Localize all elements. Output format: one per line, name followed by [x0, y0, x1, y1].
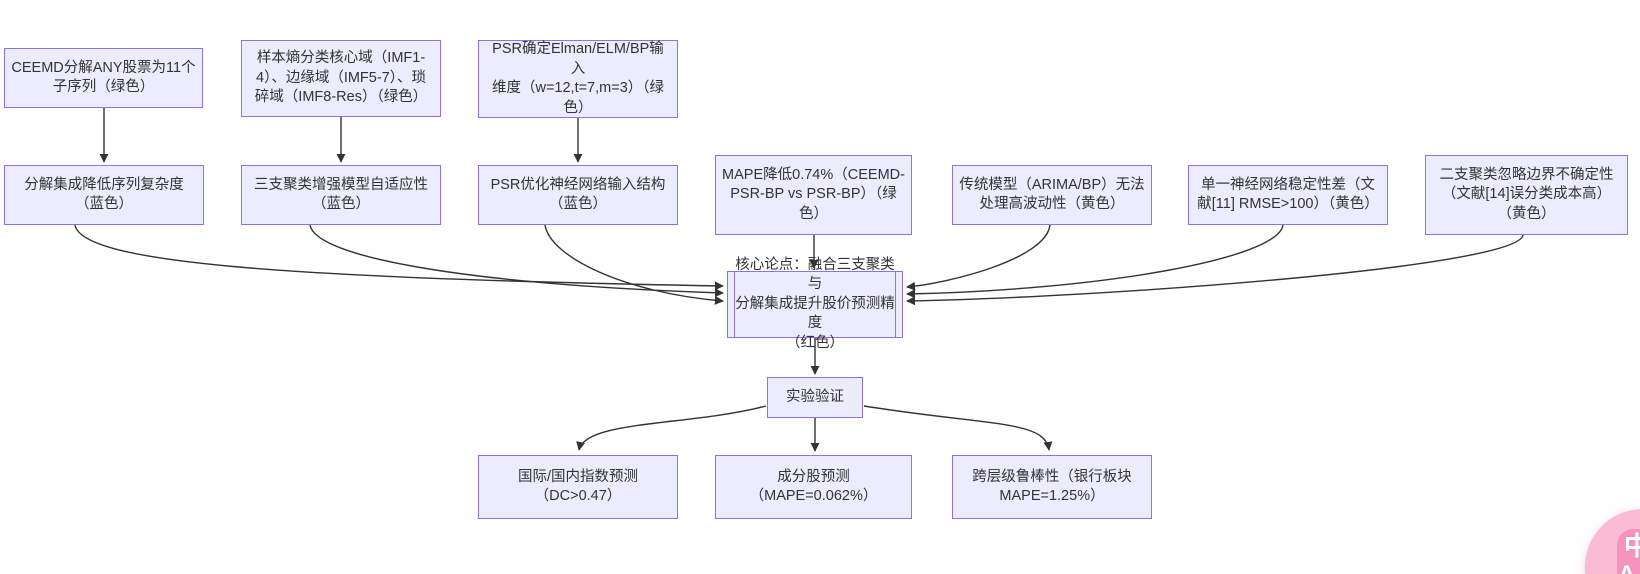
- edge-traditional-to-core: [906, 224, 1051, 291]
- edge-singlenn-to-core: [906, 224, 1284, 299]
- node-traditional-model-limitation: 传统模型（ARIMA/BP）无法 处理高波动性（黄色）: [952, 165, 1152, 225]
- node-cross-level-robustness: 跨层级鲁棒性（银行板块 MAPE=1.25%）: [952, 455, 1152, 519]
- node-sample-entropy-domains: 样本熵分类核心域（IMF1- 4）、边缘域（IMF5-7）、琐 碎域（IMF8-…: [241, 40, 441, 117]
- node-decomposition-benefit: 分解集成降低序列复杂度 （蓝色）: [4, 165, 204, 225]
- edge-psrbenefit-to-core: [544, 224, 724, 305]
- node-psr-optimization-benefit: PSR优化神经网络输入结构 （蓝色）: [478, 165, 678, 225]
- node-core-thesis: 核心论点：融合三支聚类与 分解集成提升股价预测精度 （红色）: [727, 257, 903, 351]
- node-three-way-clustering-benefit: 三支聚类增强模型自适应性 （蓝色）: [241, 165, 441, 225]
- node-experiment-validation: 实验验证: [767, 377, 863, 418]
- node-index-forecast: 国际/国内指数预测 （DC>0.47）: [478, 455, 678, 519]
- translate-float-button[interactable]: 中 A: [1585, 509, 1640, 574]
- node-mape-reduction: MAPE降低0.74%（CEEMD- PSR-BP vs PSR-BP）（绿 色…: [715, 155, 912, 235]
- node-single-nn-limitation: 单一神经网络稳定性差（文 献[11] RMSE>100）（黄色）: [1188, 165, 1388, 225]
- edge-decomp-to-core: [74, 224, 724, 291]
- edge-threeway-to-core: [309, 224, 724, 298]
- edge-experiment-to-robustness: [863, 405, 1053, 451]
- node-two-way-clustering-limitation: 二支聚类忽略边界不确定性 （文献[14]误分类成本高） （黄色）: [1425, 155, 1628, 235]
- translate-icon: 中 A: [1617, 529, 1640, 574]
- node-ceemd-decompose: CEEMD分解ANY股票为11个 子序列（绿色）: [4, 48, 203, 108]
- edge-experiment-to-index: [576, 405, 767, 451]
- translate-latin-glyph: A: [1618, 561, 1635, 574]
- translate-chinese-glyph: 中: [1624, 531, 1640, 561]
- edge-twoway-to-core: [906, 234, 1524, 306]
- node-constituent-forecast: 成分股预测 （MAPE=0.062%）: [715, 455, 912, 519]
- node-psr-input-dimensions: PSR确定Elman/ELM/BP输入 维度（w=12,t=7,m=3）（绿 色…: [478, 40, 678, 118]
